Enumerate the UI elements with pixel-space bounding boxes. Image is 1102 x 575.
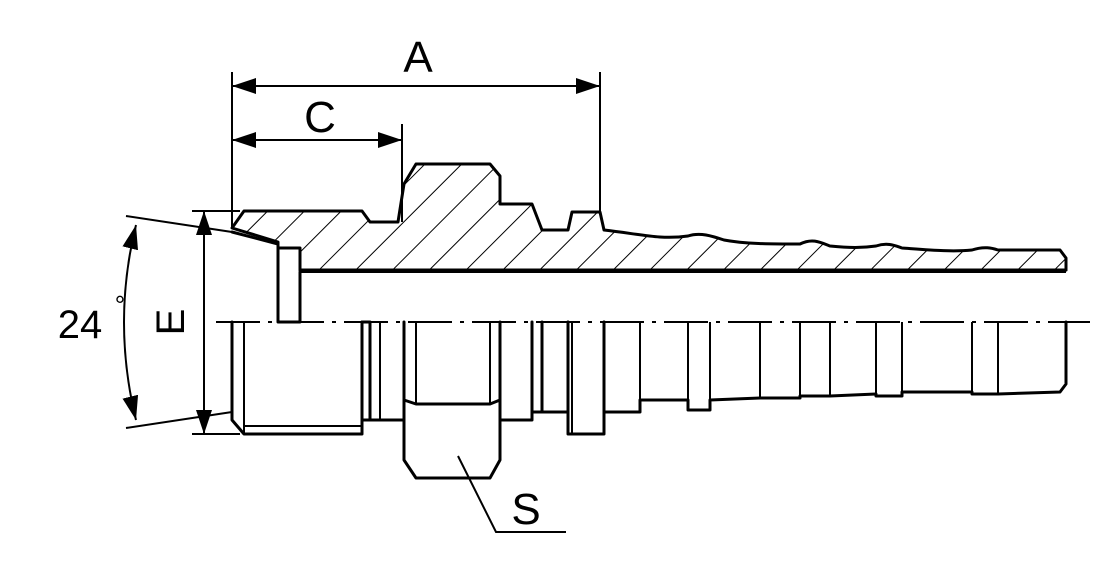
thread-nose xyxy=(230,320,364,436)
label-angle-unit: ° xyxy=(115,290,125,320)
angle-ext-bottom xyxy=(125,411,233,429)
seat-step xyxy=(276,246,302,324)
hex-lower-face xyxy=(402,398,502,480)
dimensions xyxy=(122,72,601,533)
cone-line xyxy=(230,230,280,246)
section-upper xyxy=(230,162,1068,324)
angle-ext-top xyxy=(125,215,233,233)
hex-body xyxy=(402,320,502,406)
section-hatch-area xyxy=(230,162,1068,272)
shoulder xyxy=(498,320,570,422)
angle-arc xyxy=(122,224,139,421)
label-c: C xyxy=(304,93,336,142)
exterior-lower xyxy=(230,320,1068,480)
label-angle-value: 24 xyxy=(58,303,103,347)
neck xyxy=(360,320,406,422)
label-e: E xyxy=(149,309,193,336)
s-leader xyxy=(457,455,566,533)
collar xyxy=(566,320,606,436)
barb-profile xyxy=(602,320,1068,414)
label-s: S xyxy=(511,485,540,534)
label-a: A xyxy=(403,33,433,82)
